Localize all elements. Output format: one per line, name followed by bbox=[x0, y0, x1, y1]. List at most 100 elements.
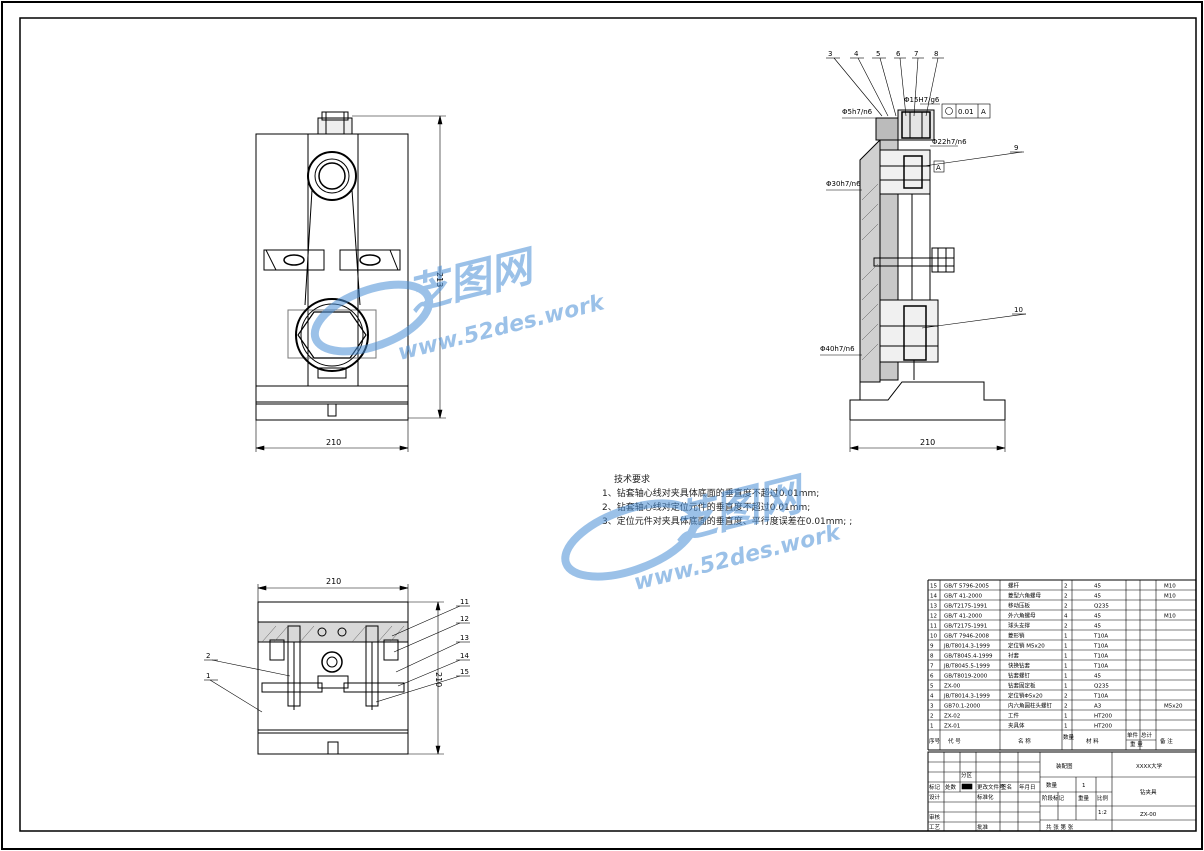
bom-qty: 1 bbox=[1064, 714, 1068, 720]
bom-code: JB/T8014.3-1999 bbox=[943, 644, 990, 650]
bom-code: GB70.1-2000 bbox=[944, 704, 981, 710]
tb-qty-label: 数量 bbox=[1046, 781, 1058, 789]
bom-qty: 4 bbox=[1064, 614, 1068, 620]
tb-qty: 1 bbox=[1082, 783, 1086, 789]
bom-header-qty: 数量 bbox=[1063, 733, 1075, 741]
bom-code: GB/T2175-1991 bbox=[944, 624, 987, 630]
side-width-dim: 210 bbox=[920, 438, 935, 447]
bom-no: 6 bbox=[930, 674, 934, 680]
side-view bbox=[849, 109, 1006, 421]
callout-7: 7 bbox=[914, 50, 918, 58]
watermark-2: 芝图网 www.52des.work bbox=[561, 468, 844, 596]
bom-qty: 2 bbox=[1064, 604, 1068, 610]
bom-table bbox=[927, 579, 1197, 751]
side-hatching bbox=[861, 183, 879, 361]
bom-material: Q235 bbox=[1094, 684, 1109, 690]
drill-bushing-circle bbox=[307, 151, 357, 201]
top-dimensions bbox=[204, 584, 470, 755]
bom-name: 螺杆 bbox=[1008, 582, 1020, 590]
bom-code: ZX-02 bbox=[944, 714, 960, 720]
requirement-1: 1、钻套轴心线对夹具体底面的垂直度不超过0.01mm; bbox=[602, 487, 819, 499]
bom-code: JB/T8014.3-1999 bbox=[943, 694, 990, 700]
bom-no: 13 bbox=[930, 604, 937, 610]
bom-material: T10A bbox=[1093, 664, 1108, 670]
bom-note: M10 bbox=[1164, 584, 1176, 590]
front-dimensions bbox=[255, 115, 446, 452]
bom-qty: 1 bbox=[1064, 634, 1068, 640]
title-block bbox=[927, 751, 1197, 832]
bom-material: 45 bbox=[1094, 614, 1101, 620]
tb-date: 年月日 bbox=[1019, 783, 1036, 791]
bom-code: GB/T 41-2000 bbox=[944, 614, 982, 620]
front-base bbox=[255, 385, 409, 421]
bom-no: 9 bbox=[930, 644, 934, 650]
bom-header-total-weight: 总计 bbox=[1141, 731, 1153, 739]
bom-name: 菱形销 bbox=[1008, 632, 1025, 640]
tb-sign: 签名 bbox=[1001, 783, 1012, 791]
bom-name: 夹具体 bbox=[1008, 722, 1025, 730]
front-height-dim: 213 bbox=[435, 272, 444, 287]
requirements-title: 技术要求 bbox=[614, 473, 650, 485]
fit-40: Φ40h7/n6 bbox=[820, 345, 855, 353]
bom-code: GB/T8045.4-1999 bbox=[944, 654, 993, 660]
bom-no: 10 bbox=[930, 634, 937, 640]
callout-11: 11 bbox=[460, 598, 469, 606]
tb-school: XXXX大学 bbox=[1136, 762, 1163, 770]
top-hatching bbox=[261, 625, 405, 643]
tb-process: 工艺 bbox=[929, 824, 941, 831]
tb-scale: 1:2 bbox=[1098, 810, 1107, 816]
tolerance-value: 0.01 bbox=[958, 108, 974, 116]
bom-note: M10 bbox=[1164, 594, 1176, 600]
tb-weight-label: 重量 bbox=[1078, 794, 1090, 802]
left-clamp-bar bbox=[263, 249, 325, 271]
fit-22: Φ22h7/n6 bbox=[932, 138, 967, 146]
large-locating-circle bbox=[295, 298, 369, 372]
callout-15: 15 bbox=[460, 668, 469, 676]
bom-no: 8 bbox=[930, 654, 934, 660]
tb-count: 处数 bbox=[945, 783, 957, 791]
bom-no: 3 bbox=[930, 704, 934, 710]
front-view bbox=[255, 111, 409, 421]
bom-name: 移动压板 bbox=[1008, 602, 1031, 610]
bom-material: T10A bbox=[1093, 694, 1108, 700]
bom-name: 球头支撑 bbox=[1008, 622, 1031, 630]
bom-qty: 2 bbox=[1064, 624, 1068, 630]
datum-marker: A bbox=[936, 164, 941, 172]
callout-5: 5 bbox=[876, 50, 880, 58]
side-body-section bbox=[859, 138, 881, 383]
bom-header-material: 材 料 bbox=[1086, 737, 1099, 745]
tb-stage-label: 阶段标记 bbox=[1042, 794, 1065, 802]
top-width-dim: 210 bbox=[326, 577, 341, 586]
bom-name: 内六角圆柱头螺钉 bbox=[1008, 702, 1053, 710]
bom-qty: 2 bbox=[1064, 594, 1068, 600]
bom-name: 快换钻套 bbox=[1008, 662, 1031, 670]
bom-material: 45 bbox=[1094, 624, 1101, 630]
callout-2: 2 bbox=[206, 652, 210, 660]
bom-code: GB/T 41-2000 bbox=[944, 594, 982, 600]
bom-no: 4 bbox=[930, 694, 934, 700]
tb-drawing-no: ZX-00 bbox=[1140, 812, 1157, 818]
side-dimensions bbox=[820, 57, 1027, 452]
callout-13: 13 bbox=[460, 634, 469, 642]
bom-qty: 1 bbox=[1064, 674, 1068, 680]
fit-30: Φ30h7/n6 bbox=[826, 180, 861, 188]
tb-change-doc: 更改文件号 bbox=[977, 783, 1005, 791]
bom-note: M5x20 bbox=[1164, 704, 1183, 710]
callout-1: 1 bbox=[206, 672, 210, 680]
bom-material: HT200 bbox=[1094, 724, 1112, 730]
tb-design: 设计 bbox=[929, 793, 941, 801]
bom-name: 定位销Φ5x20 bbox=[1008, 692, 1043, 700]
bom-qty: 2 bbox=[1064, 694, 1068, 700]
bom-name: 衬套 bbox=[1008, 652, 1020, 660]
bom-name: 工件 bbox=[1008, 712, 1020, 720]
bom-qty: 2 bbox=[1064, 584, 1068, 590]
requirement-3: 3、定位元件对夹具体底面的垂直度、平行度误差在0.01mm; ; bbox=[602, 515, 852, 527]
bom-code: GB/T 5796-2005 bbox=[944, 584, 989, 590]
bom-qty: 1 bbox=[1064, 654, 1068, 660]
bom-material: 45 bbox=[1094, 584, 1101, 590]
fit-5: Φ5h7/n6 bbox=[842, 108, 873, 116]
bom-qty: 1 bbox=[1064, 724, 1068, 730]
bom-material: T10A bbox=[1093, 634, 1108, 640]
bom-code: GB/T2175-1991 bbox=[944, 604, 987, 610]
